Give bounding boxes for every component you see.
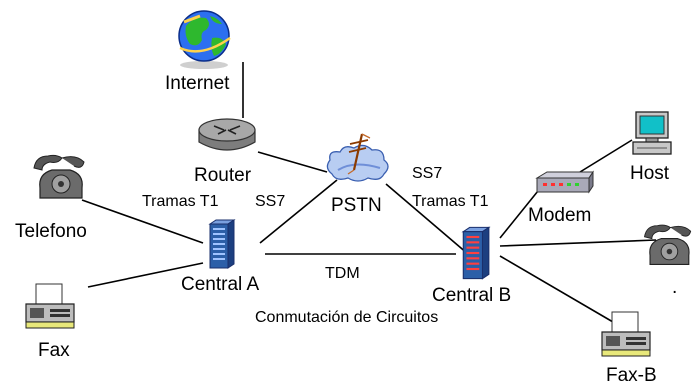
modem-label: Modem bbox=[528, 205, 592, 226]
telephone-icon bbox=[643, 224, 692, 266]
link-modem-host bbox=[579, 139, 633, 173]
ss7-left-label: SS7 bbox=[255, 193, 286, 210]
central-a-label: Central A bbox=[181, 274, 260, 295]
phone-b-label: . bbox=[672, 277, 678, 298]
fax-machine-icon bbox=[601, 311, 651, 357]
internet-label: Internet bbox=[165, 73, 230, 94]
tramas-t1-left-label: Tramas T1 bbox=[142, 193, 219, 210]
link-central-b-modem bbox=[499, 185, 543, 239]
tdm-label: TDM bbox=[325, 265, 360, 282]
fax-label: Fax bbox=[38, 340, 70, 361]
conmutacion-label: Conmutación de Circuitos bbox=[255, 309, 439, 326]
fax-icon bbox=[25, 283, 75, 329]
router-label: Router bbox=[194, 165, 252, 186]
tramas-t1-right-label: Tramas T1 bbox=[412, 193, 489, 210]
link-fax-central-a bbox=[87, 262, 204, 288]
pstn-label: PSTN bbox=[331, 195, 382, 216]
modem-icon bbox=[535, 170, 594, 194]
host-computer-icon bbox=[632, 111, 672, 155]
link-pstn-central-b bbox=[385, 183, 469, 255]
host-label: Host bbox=[630, 163, 670, 184]
central-switch-icon bbox=[208, 219, 236, 269]
central-b-label: Central B bbox=[432, 285, 512, 306]
link-router-pstn bbox=[257, 151, 328, 173]
ss7-right-label: SS7 bbox=[412, 165, 443, 182]
link-pstn-central-a bbox=[259, 179, 338, 244]
link-central-b-phone-b bbox=[499, 239, 657, 247]
pstn-cloud-icon bbox=[326, 133, 389, 182]
router-icon bbox=[198, 118, 256, 151]
telefono-label: Telefono bbox=[15, 221, 87, 242]
fax-b-label: Fax-B bbox=[606, 365, 657, 386]
link-telefono-central-a bbox=[81, 199, 204, 244]
central-switch-icon bbox=[461, 226, 491, 280]
telephone-icon bbox=[33, 154, 85, 199]
link-central-b-fax-b bbox=[499, 255, 614, 323]
globe-icon bbox=[178, 10, 231, 69]
